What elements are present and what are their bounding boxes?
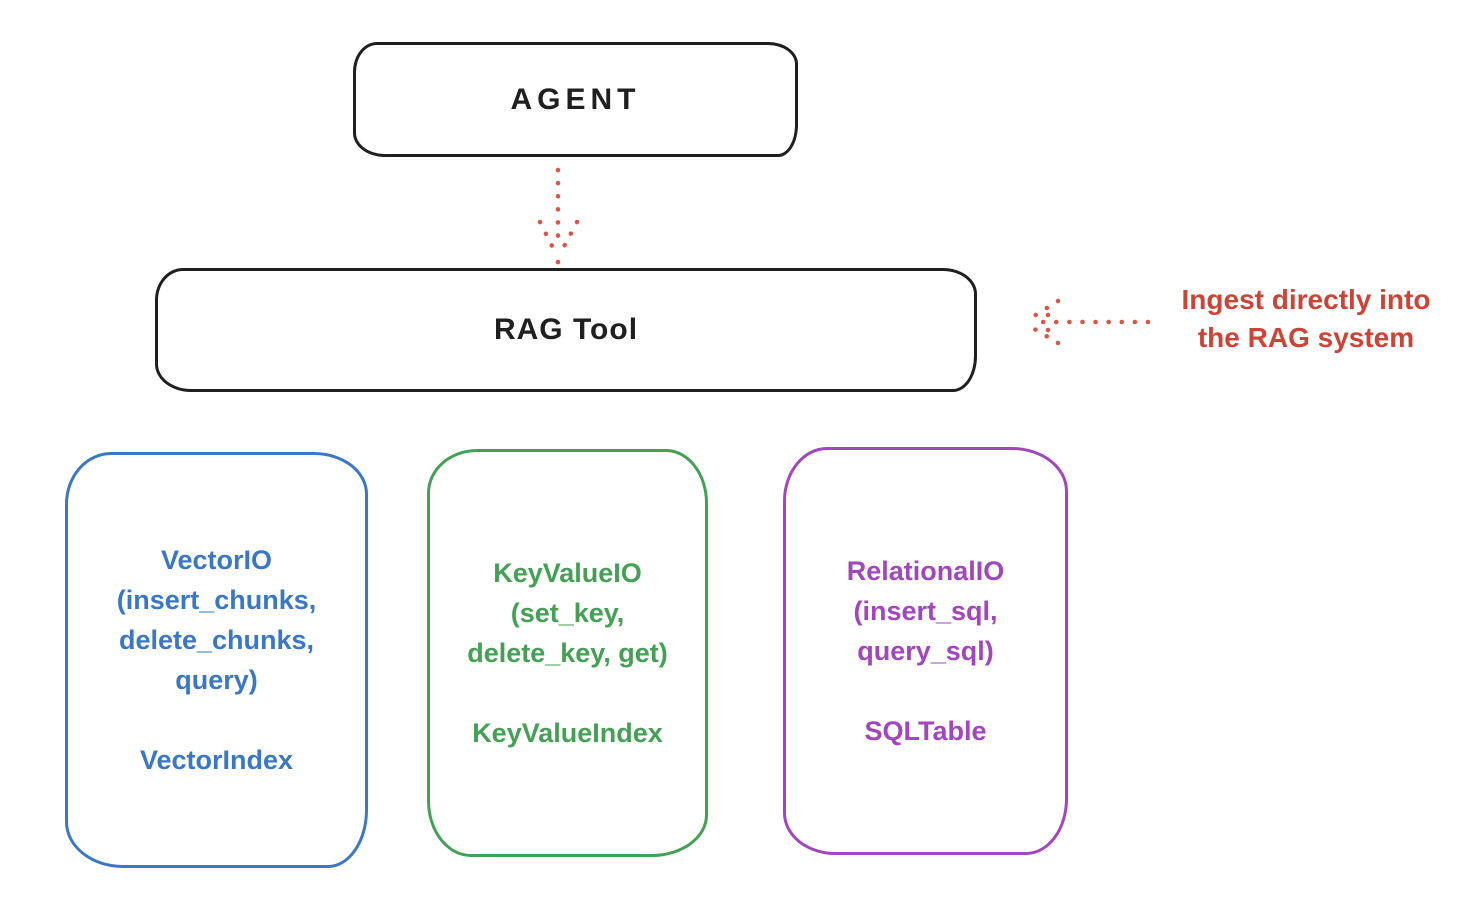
keyvalue-io-text: KeyValueIO (set_key, delete_key, get) Ke… — [467, 553, 668, 753]
rag-tool-node: RAG Tool — [155, 268, 977, 392]
relational-io-method-line: (insert_sql, — [853, 596, 998, 626]
vector-io-text: VectorIO (insert_chunks, delete_chunks, … — [117, 540, 317, 780]
agent-label: AGENT — [510, 82, 641, 116]
sql-table-label: SQLTable — [864, 716, 987, 746]
keyvalue-io-box: KeyValueIO (set_key, delete_key, get) Ke… — [427, 449, 708, 857]
vector-io-method-line: query) — [175, 665, 258, 695]
keyvalue-io-method-line: delete_key, get) — [467, 638, 668, 668]
vector-index-label: VectorIndex — [139, 745, 294, 775]
relational-io-box: RelationalIO (insert_sql, query_sql) SQL… — [783, 447, 1068, 855]
keyvalue-io-title: KeyValueIO — [493, 558, 642, 588]
agent-to-ragtool-arrow — [537, 167, 580, 265]
rag-tool-label: RAG Tool — [493, 313, 639, 346]
relational-io-method-line: query_sql) — [857, 636, 994, 666]
keyvalue-io-method-line: (set_key, — [510, 598, 625, 628]
ingest-annotation-line2: the RAG system — [1197, 322, 1415, 353]
agent-node: AGENT — [353, 42, 798, 157]
vector-io-method-line: (insert_chunks, — [116, 585, 317, 615]
keyvalue-index-label: KeyValueIndex — [472, 718, 663, 748]
relational-io-text: RelationalIO (insert_sql, query_sql) SQL… — [847, 551, 1005, 751]
ingest-annotation: Ingest directly into the RAG system — [1128, 281, 1484, 357]
relational-io-title: RelationalIO — [846, 556, 1005, 586]
ingest-annotation-line1: Ingest directly into — [1181, 284, 1431, 315]
vector-io-box: VectorIO (insert_chunks, delete_chunks, … — [65, 452, 368, 868]
vector-io-method-line: delete_chunks, — [118, 625, 315, 655]
vector-io-title: VectorIO — [160, 545, 273, 575]
